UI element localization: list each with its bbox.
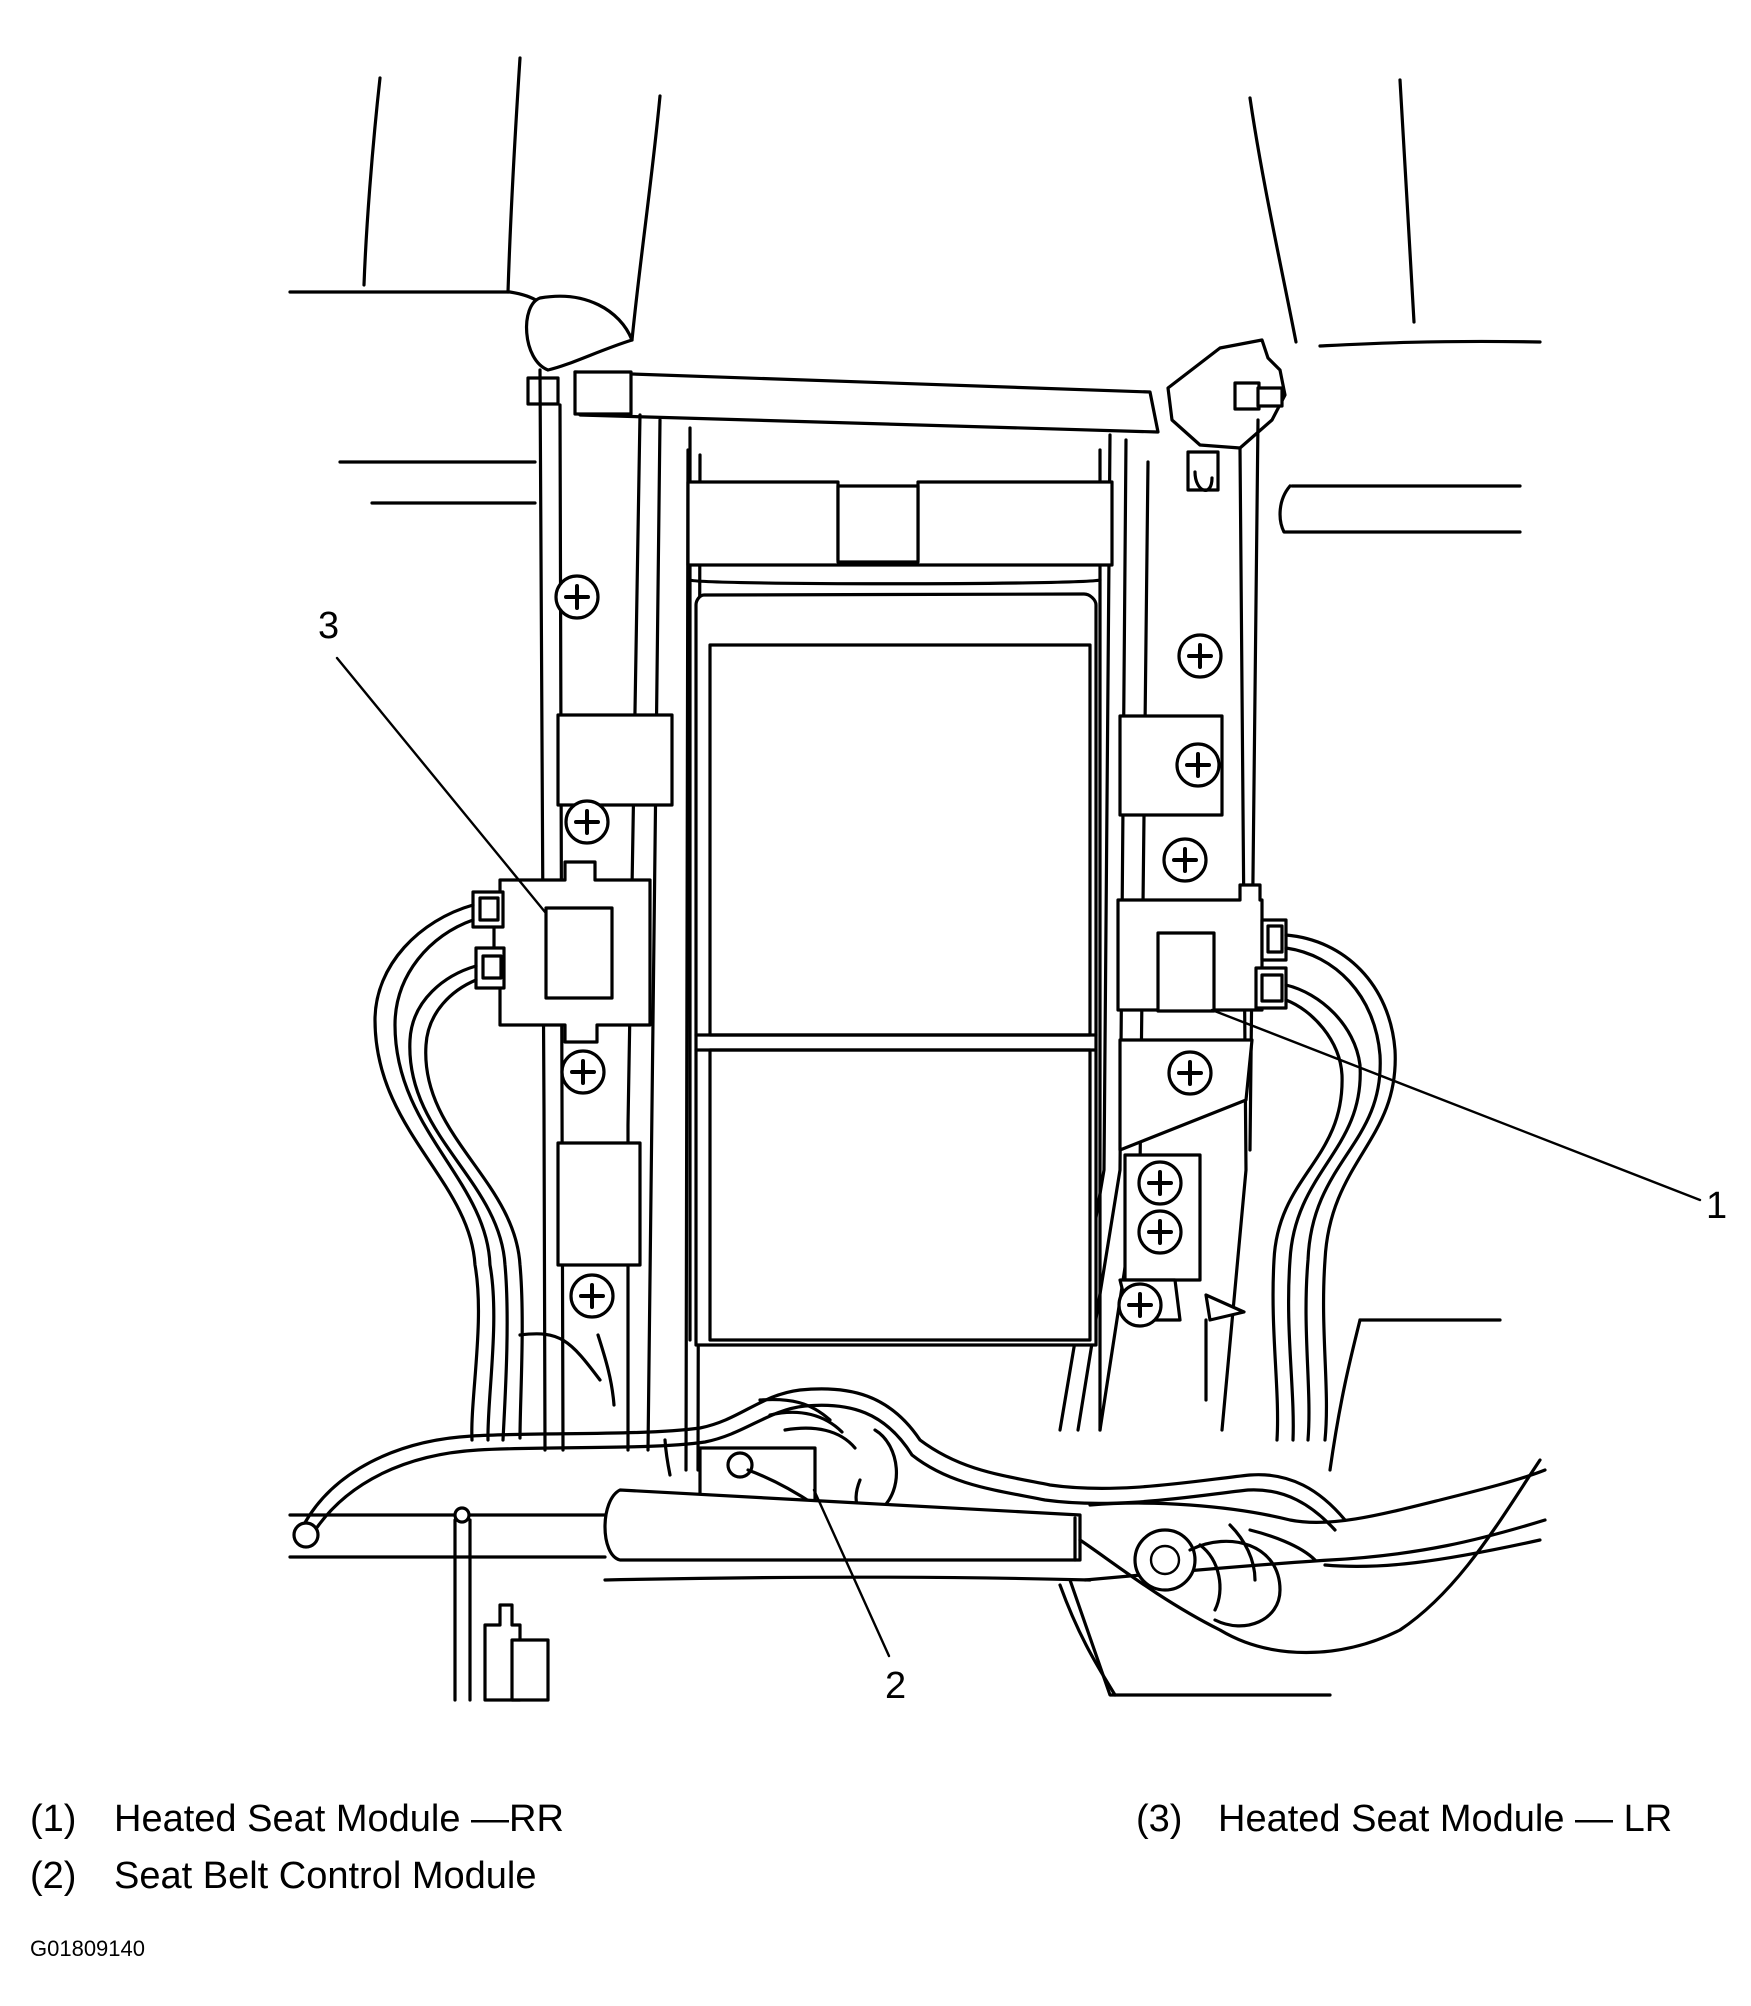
screw-icon [569,1273,615,1319]
screw-icon [560,1049,606,1095]
heated-seat-module-lr [471,860,652,1044]
screw-icon [1175,742,1221,788]
screw-icon [564,799,610,845]
center-frame [684,448,1114,1472]
wiring-harnesses [292,903,1397,1549]
legend-number: (2) [30,1855,77,1897]
legend-item-3: (3) Heated Seat Module — LR [1136,1796,1672,1842]
figure-id: G01809140 [30,1936,145,1961]
seat-frame-diagram: 3 1 2 [288,56,1727,1707]
callout-3: 3 [318,605,339,647]
legend-item-2: (2) Seat Belt Control Module [30,1853,536,1899]
callout-1: 1 [1706,1185,1727,1227]
left-frame-rail [518,368,692,1452]
screw-icon [1137,1160,1183,1206]
screw-icon [1177,633,1223,679]
screw-icon [554,574,600,620]
screw-icon [1137,1209,1183,1255]
callout-leaders [335,656,1702,1658]
heated-seat-module-rr [1116,883,1288,1013]
legend-label: Seat Belt Control Module [114,1855,537,1897]
legend-item-1: (1) Heated Seat Module —RR [30,1796,564,1842]
callout-2: 2 [885,1665,906,1707]
legend-number: (3) [1136,1798,1183,1840]
legend-label: Heated Seat Module — LR [1218,1798,1673,1840]
seat-cushion-outlines [288,56,1542,534]
upper-cross-bar [524,294,1287,492]
bottom-cross-member [288,1458,1547,1702]
screw-icon [1167,1050,1213,1096]
screw-icon [1162,837,1208,883]
legend-number: (1) [30,1798,77,1840]
screw-icon [1117,1282,1163,1328]
legend-label: Heated Seat Module —RR [114,1798,564,1840]
